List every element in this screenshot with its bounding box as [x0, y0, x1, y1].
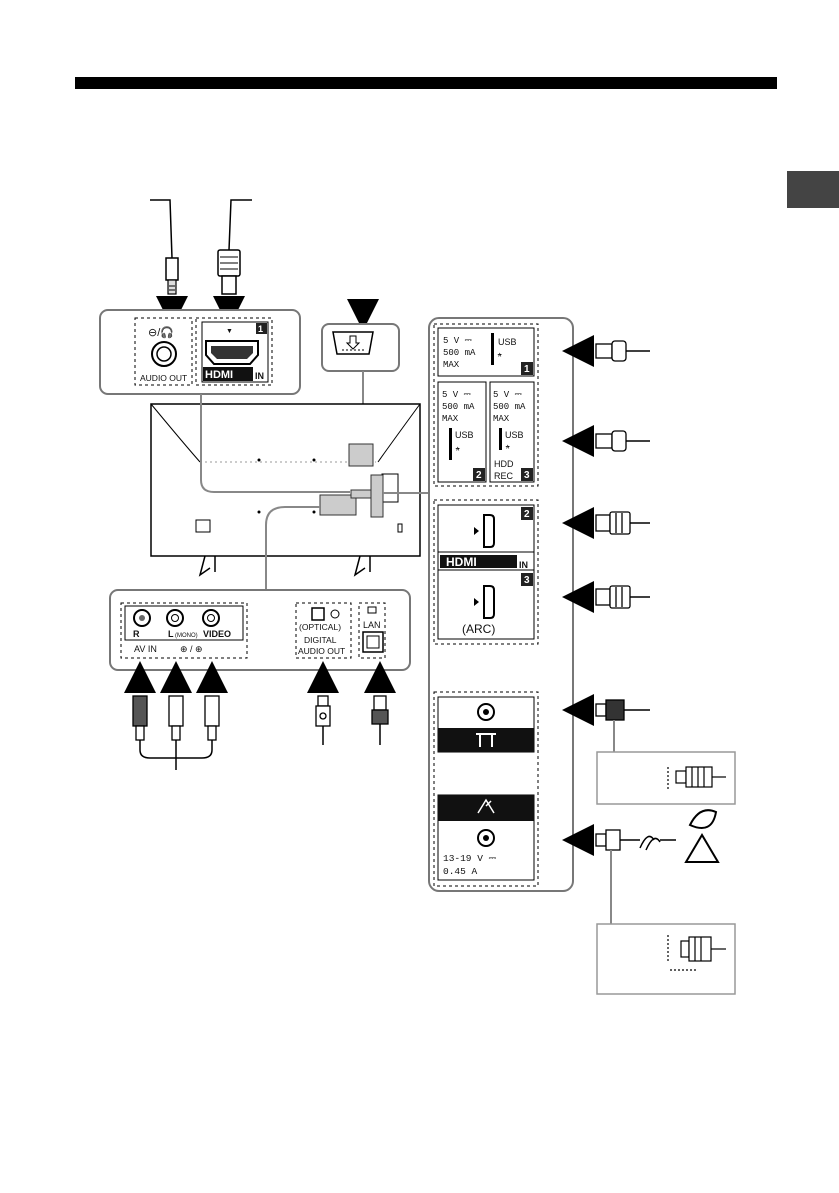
side-tab	[787, 171, 839, 208]
header-bar	[75, 77, 777, 89]
usb-group: 5 V ⎓ 500 mA MAX USB ⭒ 1 5 V ⎓ 500 mA MA…	[434, 324, 538, 486]
usb2-number: 2	[476, 470, 482, 481]
hdmi-side-logo: HDMI	[446, 555, 477, 569]
hdmi-side-suffix: IN	[519, 560, 528, 570]
usb2-icon: ⭒	[455, 444, 461, 455]
usb3-rec: REC	[494, 471, 514, 481]
service-port-icon	[333, 332, 373, 354]
hdmi3-number: 3	[524, 575, 530, 586]
satellite-plug	[596, 830, 676, 850]
callout-top-left	[100, 310, 300, 394]
usb3-ma: 500 mA	[493, 402, 526, 412]
usb3-hdd: HDD	[494, 459, 514, 469]
usb2-ma: 500 mA	[442, 402, 475, 412]
hdmi1-port: 1 ▼ HDMI IN	[202, 322, 268, 382]
av-mono: (MONO)	[175, 633, 198, 639]
av-sub: ⊕ / ⊕	[180, 644, 203, 654]
hdmi1-number: 1	[258, 324, 263, 334]
av-video: VIDEO	[203, 629, 231, 639]
tv-back	[151, 404, 420, 575]
hdmi-side-group: 2 HDMI IN 3 (ARC)	[434, 500, 538, 644]
satellite-detail-box	[597, 924, 735, 994]
usb1-icon: ⭒	[497, 350, 503, 361]
usb3-icon: ⭒	[505, 442, 511, 453]
optical-line3: AUDIO OUT	[298, 646, 345, 656]
lan-label: LAN	[363, 620, 381, 630]
satellite-volt: 13-19 V ⎓	[443, 853, 497, 864]
hdmi-plug-3	[596, 586, 650, 608]
av-l: L	[168, 629, 174, 639]
hdmi1-suffix: IN	[255, 371, 264, 381]
headphone-plug	[150, 200, 178, 294]
audio-out-label: AUDIO OUT	[140, 373, 187, 383]
satellite-amp: 0.45 A	[443, 866, 478, 877]
satellite-dish-icon	[686, 810, 718, 862]
usb1-number: 1	[524, 364, 530, 375]
rca-cable	[133, 696, 219, 770]
usb2-label: USB	[455, 430, 474, 440]
av-in-label: AV IN	[134, 644, 157, 654]
usb-plug-1	[596, 341, 650, 361]
headphone-symbol: ⊖/🎧	[148, 326, 174, 339]
optical-plug	[316, 696, 330, 745]
optical-line1: (OPTICAL)	[299, 622, 341, 632]
antenna-detail-box	[597, 752, 735, 804]
usb2-volt: 5 V ⎓	[442, 390, 471, 400]
usb3-label: USB	[505, 430, 524, 440]
right-arrows	[578, 351, 592, 840]
hdmi-plug-2	[596, 512, 650, 534]
usb3-number: 3	[524, 470, 530, 481]
usb1-volt: 5 V ⎓	[443, 336, 472, 346]
usb2-max: MAX	[442, 414, 459, 424]
usb1-max: MAX	[443, 360, 460, 370]
antenna-plug	[596, 700, 650, 720]
usb1-ma: 500 mA	[443, 348, 476, 358]
usb3-max: MAX	[493, 414, 510, 424]
lan-plug	[372, 696, 388, 745]
optical-line2: DIGITAL	[304, 635, 337, 645]
hdmi2-number: 2	[524, 509, 530, 520]
usb3-volt: 5 V ⎓	[493, 390, 522, 400]
bottom-arrows	[140, 677, 380, 692]
usb-plug-2	[596, 431, 650, 451]
hdmi-plug-1	[218, 200, 252, 294]
hdmi1-marker: ▼	[226, 328, 233, 335]
hdmi1-logo: HDMI	[205, 369, 233, 381]
hdmi3-arc: (ARC)	[462, 622, 495, 636]
usb1-label: USB	[498, 337, 517, 347]
av-r: R	[133, 629, 140, 639]
